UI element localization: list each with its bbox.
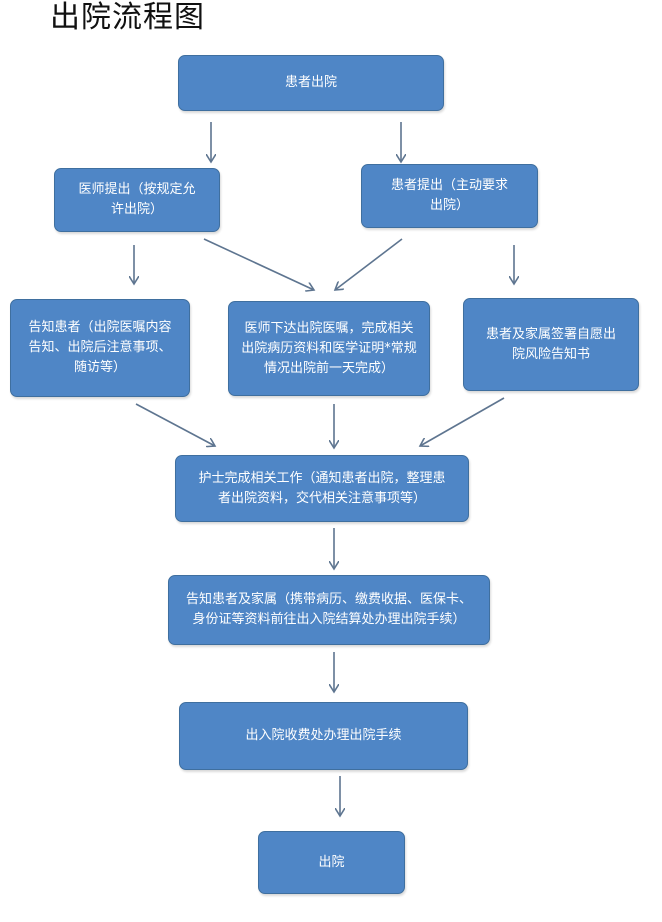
node-doctor-orders: 医师下达出院医嘱，完成相关出院病历资料和医学证明*常规情况出院前一天完成） xyxy=(228,301,430,396)
page-title: 出院流程图 xyxy=(50,0,205,35)
arrow-patient-to-orders xyxy=(335,238,403,290)
node-doctor-proposes: 医师提出（按规定允许出院） xyxy=(54,168,220,232)
arrow-risk-to-nurse xyxy=(420,397,505,446)
arrow-inform-to-nurse xyxy=(135,403,215,446)
node-billing-office: 出入院收费处办理出院手续 xyxy=(179,702,468,770)
node-patient-discharge: 患者出院 xyxy=(178,55,444,111)
node-sign-risk-notice: 患者及家属签署自愿出院风险告知书 xyxy=(463,298,639,391)
node-patient-proposes: 患者提出（主动要求出院） xyxy=(361,164,538,228)
node-inform-patient: 告知患者（出院医嘱内容告知、出院后注意事项、随访等） xyxy=(10,299,190,397)
node-inform-family: 告知患者及家属（携带病历、缴费收据、医保卡、身份证等资料前往出入院结算处办理出院… xyxy=(168,575,490,645)
node-discharged: 出院 xyxy=(258,831,405,894)
arrow-doctor-to-orders xyxy=(203,238,314,290)
node-nurse-work: 护士完成相关工作（通知患者出院，整理患者出院资料，交代相关注意事项等） xyxy=(175,455,469,522)
